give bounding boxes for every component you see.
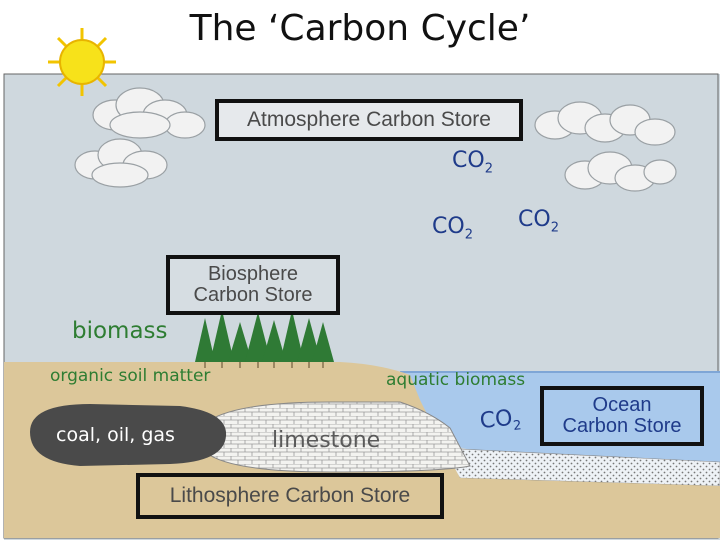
co2-label-left: CO2 <box>432 214 473 243</box>
limestone-label: limestone <box>272 428 381 453</box>
biosphere-store-label: Biosphere Carbon Store <box>193 263 313 306</box>
organic-soil-label: organic soil matter <box>50 366 211 386</box>
biosphere-store-box: Biosphere Carbon Store <box>166 255 340 315</box>
tree-icons <box>195 310 334 362</box>
ocean-store-label: Ocean Carbon Store <box>562 394 682 437</box>
page-title: The ‘Carbon Cycle’ <box>189 8 531 49</box>
co2-label-ocean: CO2 <box>478 405 523 435</box>
cloud-icon <box>74 138 168 188</box>
lithosphere-store-label: Lithosphere Carbon Store <box>169 483 411 507</box>
tree-trunks <box>204 362 324 368</box>
atmosphere-store-box: Atmosphere Carbon Store <box>215 99 523 141</box>
fossil-fuel-deposit <box>30 404 227 466</box>
co2-label-right: CO2 <box>518 207 559 236</box>
cloud-icon <box>534 101 676 146</box>
ocean-store-box: Ocean Carbon Store <box>540 386 704 446</box>
sun-icon <box>48 28 116 96</box>
atmosphere-store-label: Atmosphere Carbon Store <box>247 107 491 131</box>
coal-oil-gas-label: coal, oil, gas <box>56 424 175 446</box>
biomass-label: biomass <box>72 318 168 344</box>
co2-label-atmosphere: CO2 <box>452 148 493 177</box>
aquatic-biomass-label: aquatic biomass <box>386 370 526 390</box>
cloud-icon <box>564 151 677 192</box>
cloud-icon <box>92 87 206 139</box>
limestone-layer <box>204 401 471 473</box>
lithosphere-store-box: Lithosphere Carbon Store <box>136 473 444 519</box>
